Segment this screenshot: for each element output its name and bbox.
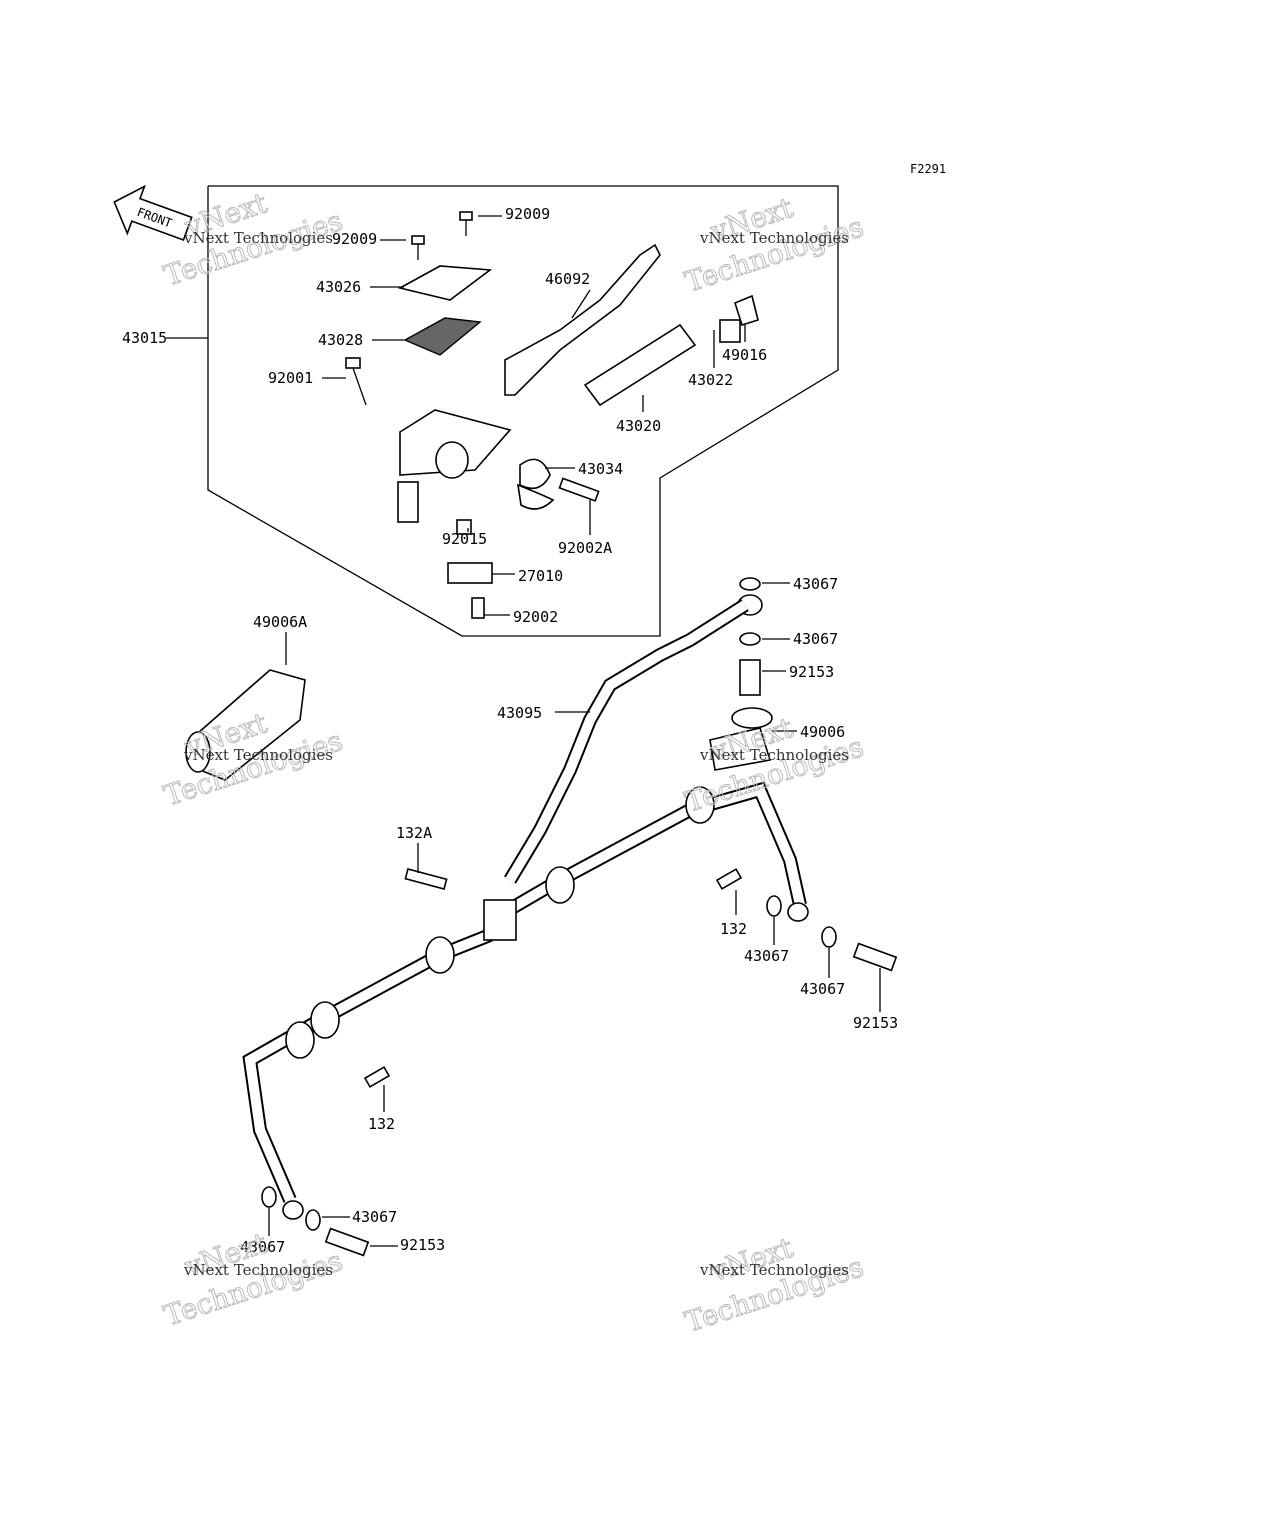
part-label: 27010 <box>518 567 563 585</box>
watermark-caption: vNext Technologies <box>183 1261 333 1279</box>
part-label: 43067 <box>744 947 789 965</box>
part-label: 92153 <box>789 663 834 681</box>
watermark-caption: vNext Technologies <box>183 229 333 247</box>
part-label: 43020 <box>616 417 661 435</box>
part-label: 43067 <box>793 630 838 648</box>
banjo-and-reservoir <box>709 577 773 771</box>
part-label: 92001 <box>268 369 313 387</box>
part-label: 132 <box>720 920 747 938</box>
part-label: 43067 <box>240 1238 285 1256</box>
diagram-code: F2291 <box>910 162 946 176</box>
part-label: 43015 <box>122 329 167 347</box>
fasteners <box>261 868 898 1257</box>
watermark-caption: vNext Technologies <box>699 746 849 764</box>
part-label: 43034 <box>578 460 623 478</box>
part-label: 46092 <box>545 270 590 288</box>
part-label: 43067 <box>800 980 845 998</box>
part-label: 92009 <box>332 230 377 248</box>
part-labels: 92009 92009 43026 43028 43015 92001 4609… <box>122 205 898 1256</box>
part-label: 92009 <box>505 205 550 223</box>
master-cylinder-parts <box>345 211 759 619</box>
leader-lines <box>268 215 881 1247</box>
part-label: 49006 <box>800 723 845 741</box>
part-label: 92002A <box>558 539 612 557</box>
part-label: 43067 <box>352 1208 397 1226</box>
brake-hoses <box>242 599 809 1220</box>
part-label: 49006A <box>253 613 307 631</box>
part-label: 43067 <box>793 575 838 593</box>
part-label: 43028 <box>318 331 363 349</box>
part-label: 132A <box>396 824 432 842</box>
part-label: 92002 <box>513 608 558 626</box>
reservoir-49006a <box>185 669 306 781</box>
part-label: 92153 <box>400 1236 445 1254</box>
front-arrow-icon: FRONT <box>113 184 193 241</box>
part-label: 132 <box>368 1115 395 1133</box>
part-label: 49016 <box>722 346 767 364</box>
watermark-caption: vNext Technologies <box>183 746 333 764</box>
part-label: 43026 <box>316 278 361 296</box>
part-label: 92153 <box>853 1014 898 1032</box>
assembly-outline <box>207 185 839 637</box>
watermark-caption: vNext Technologies <box>699 229 849 247</box>
part-label: 43022 <box>688 371 733 389</box>
watermark-caption: vNext Technologies <box>699 1261 849 1279</box>
part-label: 92015 <box>442 530 487 548</box>
part-label: 43095 <box>497 704 542 722</box>
